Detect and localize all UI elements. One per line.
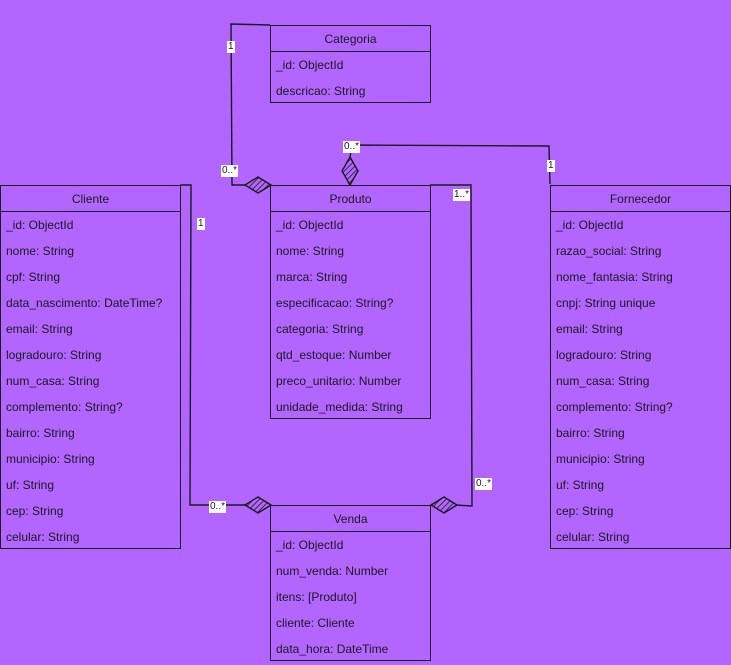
class-fornecedor-attribute: cnpj: String unique (556, 296, 656, 310)
class-fornecedor-attribute: _id: ObjectId (556, 218, 624, 232)
class-categoria-title: Categoria (271, 26, 430, 52)
class-cliente-attribute: cep: String (6, 504, 64, 518)
class-produto-attribute: especificacao: String? (276, 296, 394, 310)
connector-categoria-produto (230, 23, 271, 186)
class-produto-attribute: unidade_medida: String (276, 400, 403, 414)
multiplicity-fornecedor-one: 1 (547, 160, 555, 172)
class-produto-attribute: nome: String (276, 244, 345, 258)
aggregation-diamond-cliente (243, 496, 273, 514)
class-cliente-attribute: email: String (6, 322, 73, 336)
aggregation-diamond-categoria (243, 176, 273, 194)
class-produto: Produto _id: ObjectId nome: String marca… (270, 185, 431, 419)
class-fornecedor-title: Fornecedor (551, 186, 730, 212)
connector-produto-venda (430, 184, 473, 507)
multiplicity-produto-categoria: 0..* (221, 165, 239, 177)
class-cliente-attribute: cpf: String (6, 270, 61, 284)
aggregation-diamond-fornecedor (341, 155, 359, 187)
class-venda-attribute: cliente: Cliente (276, 616, 355, 630)
class-produto-attribute: categoria: String (276, 322, 364, 336)
class-cliente-attribute: data_nascimento: DateTime? (6, 296, 163, 310)
class-fornecedor-attribute: nome_fantasia: String (556, 270, 673, 284)
multiplicity-produto-fornecedor: 0..* (343, 141, 361, 153)
class-cliente-attribute: uf: String (6, 478, 55, 492)
class-venda-attribute: _id: ObjectId (276, 538, 344, 552)
class-fornecedor-attribute: num_casa: String (556, 374, 650, 388)
connector-cliente-venda (180, 184, 245, 506)
class-fornecedor-attribute: cep: String (556, 504, 614, 518)
class-categoria-attribute: _id: ObjectId (276, 58, 344, 72)
class-cliente: Cliente _id: ObjectId nome: String cpf: … (0, 185, 181, 549)
class-fornecedor-attribute: celular: String (556, 530, 630, 544)
class-cliente-attribute: bairro: String (6, 426, 75, 440)
class-cliente-attribute: celular: String (6, 530, 80, 544)
connector-produto-fornecedor (349, 144, 551, 185)
class-produto-attribute: _id: ObjectId (276, 218, 344, 232)
class-fornecedor-attribute: bairro: String (556, 426, 625, 440)
class-produto-attribute: qtd_estoque: Number (276, 348, 392, 362)
class-categoria-attribute: descricao: String (276, 84, 366, 98)
class-cliente-attribute: logradouro: String (6, 348, 102, 362)
class-cliente-attribute: municipio: String (6, 452, 95, 466)
class-produto-title: Produto (271, 186, 430, 212)
aggregation-diamond-produto (429, 496, 459, 514)
multiplicity-venda-cliente: 0..* (209, 501, 227, 513)
class-fornecedor-attribute: municipio: String (556, 452, 645, 466)
class-venda-attribute: data_hora: DateTime (276, 642, 389, 656)
class-categoria: Categoria _id: ObjectId descricao: Strin… (270, 25, 431, 103)
class-venda-attribute: num_venda: Number (276, 564, 389, 578)
multiplicity-categoria-one: 1 (227, 41, 235, 53)
class-cliente-attribute: num_casa: String (6, 374, 100, 388)
class-fornecedor-attribute: complemento: String? (556, 400, 673, 414)
class-fornecedor-attribute: uf: String (556, 478, 605, 492)
class-cliente-title: Cliente (1, 186, 180, 212)
class-venda: Venda _id: ObjectId num_venda: Number it… (270, 505, 431, 661)
class-cliente-attribute: nome: String (6, 244, 75, 258)
class-fornecedor-attribute: logradouro: String (556, 348, 652, 362)
class-fornecedor: Fornecedor _id: ObjectId razao_social: S… (550, 185, 731, 549)
multiplicity-cliente-one: 1 (197, 218, 205, 230)
class-cliente-attribute: complemento: String? (6, 400, 123, 414)
class-venda-title: Venda (271, 506, 430, 532)
class-cliente-attribute: _id: ObjectId (6, 218, 74, 232)
class-produto-attribute: preco_unitario: Number (276, 374, 402, 388)
class-fornecedor-attribute: email: String (556, 322, 623, 336)
multiplicity-produto-venda: 1..* (453, 189, 471, 201)
class-venda-attribute: itens: [Produto] (276, 590, 357, 604)
class-fornecedor-attribute: razao_social: String (556, 244, 662, 258)
class-produto-attribute: marca: String (276, 270, 348, 284)
multiplicity-venda-produto: 0..* (475, 478, 493, 490)
